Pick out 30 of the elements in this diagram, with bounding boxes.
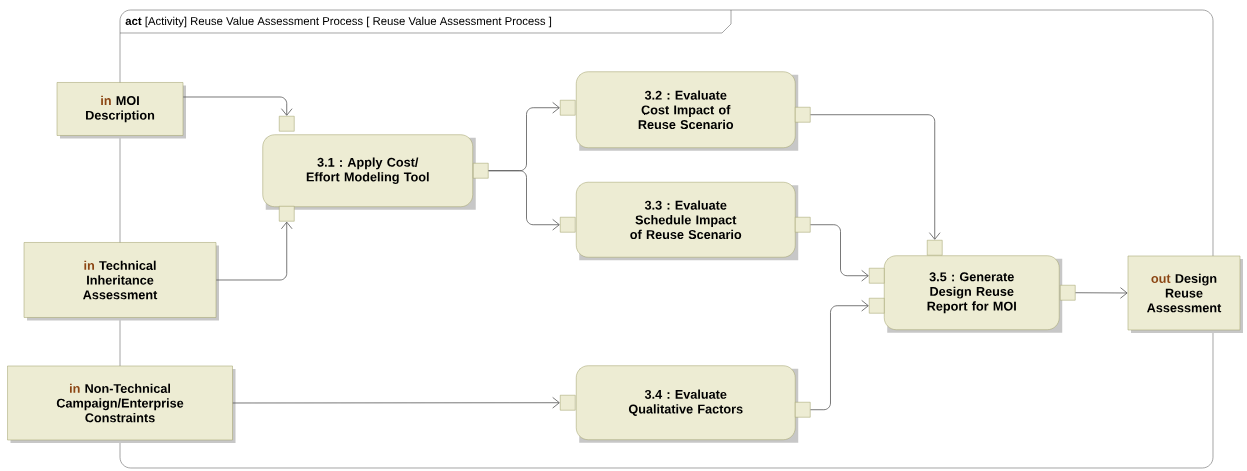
action-box: 3.1 : Apply Cost/ Effort Modeling Tool xyxy=(262,134,476,210)
action-box: 3.3 : Evaluate Schedule Impact of Reuse Scenario xyxy=(575,181,799,261)
pin-square xyxy=(278,115,295,132)
pin-square xyxy=(794,216,811,233)
parameter-box: in MOI Description xyxy=(56,82,186,139)
action-box: 3.5 : Generate Design Reuse Report for MOI xyxy=(883,255,1063,333)
pin-square xyxy=(1059,284,1076,301)
pin-square xyxy=(868,297,885,314)
arrow xyxy=(810,300,869,411)
arrow xyxy=(1075,287,1128,299)
pin-square xyxy=(559,99,576,116)
action-box: 3.2 : Evaluate Cost Impact of Reuse Scenario xyxy=(575,71,799,151)
pin-square xyxy=(926,239,943,256)
arrow xyxy=(215,221,293,281)
action-box: 3.4 : Evaluate Qualitative Factors xyxy=(575,365,799,443)
parameter-box: in Technical Inheritance Assessment xyxy=(23,242,219,321)
parameter-box: out Design Reuse Assessment xyxy=(1127,255,1243,333)
pin-square xyxy=(472,162,489,179)
arrow xyxy=(182,96,293,116)
arrow xyxy=(810,224,869,282)
pin-square xyxy=(278,205,295,222)
pin-square xyxy=(794,401,811,418)
pin-square xyxy=(559,216,576,233)
arrow xyxy=(232,397,560,409)
arrow xyxy=(810,114,941,240)
parameter-box: in Non-Technical Campaign/Enterprise Constraints xyxy=(7,365,236,443)
arrow xyxy=(488,170,560,231)
pin-square xyxy=(794,106,811,123)
pin-square xyxy=(868,267,885,284)
pin-square xyxy=(559,394,576,411)
